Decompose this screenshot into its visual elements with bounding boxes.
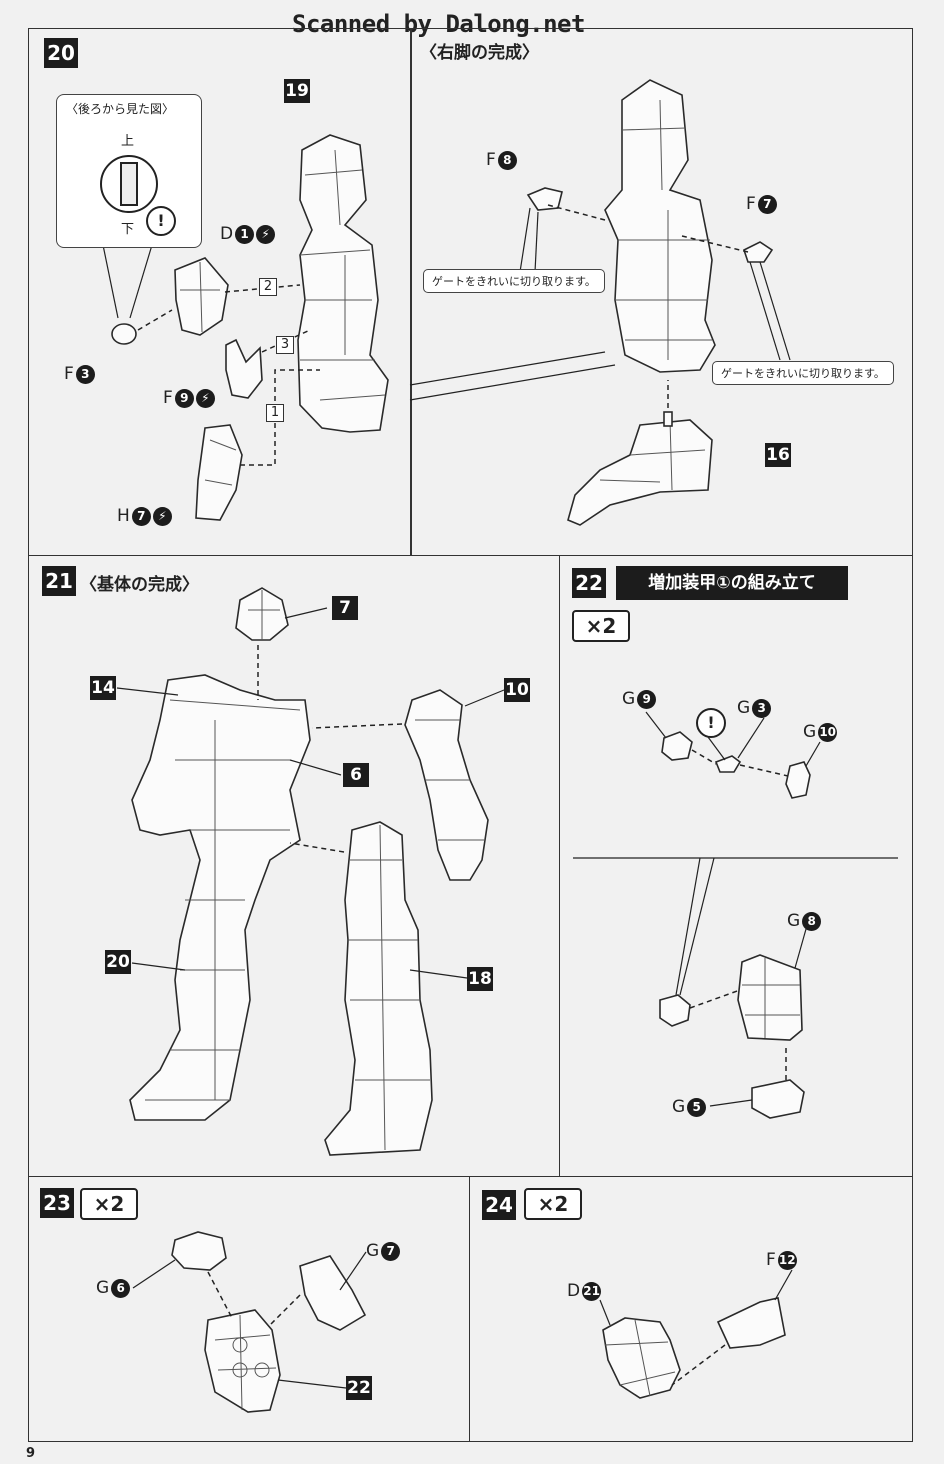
part-10-label: 10 — [504, 678, 530, 702]
armor-assembly-title: 増加装甲①の組み立て — [616, 566, 848, 600]
runner-letter: G — [737, 698, 751, 718]
step-24-times: ×2 — [524, 1188, 582, 1220]
part-number: 3 — [75, 364, 95, 384]
up-label: 上 — [121, 134, 135, 149]
runner-letter: G — [96, 1278, 110, 1298]
part-number: 12 — [777, 1250, 797, 1270]
part-number: 8 — [802, 911, 822, 931]
warning-icon: ! — [696, 708, 726, 738]
warning-mark: ! — [146, 206, 176, 236]
runner-letter: F — [163, 388, 173, 408]
back-view-title: 〈後ろから見た図〉 — [66, 102, 175, 116]
part-number: 8 — [497, 150, 517, 170]
runner-letter: F — [766, 1250, 776, 1270]
step-22-number: 22 — [572, 568, 606, 598]
body-completion-title: 〈基体の完成〉 — [80, 575, 199, 595]
order-2: 2 — [259, 278, 277, 296]
down-label: 下 — [121, 222, 135, 237]
part-14-label: 14 — [90, 676, 116, 700]
step-20-number: 20 — [44, 38, 78, 68]
runner-letter: F — [486, 150, 496, 170]
step-23-number: 23 — [40, 1188, 74, 1218]
cut-icon: ⚡ — [152, 506, 172, 526]
runner-letter: G — [803, 722, 817, 742]
warning-mark: ! — [696, 708, 726, 738]
gate-note-left: ゲートをきれいに切り取ります。 — [423, 269, 605, 293]
part-number: 7 — [381, 1241, 401, 1261]
part-7-label: 7 — [332, 596, 358, 620]
step-20-divider — [410, 28, 412, 556]
part-number: 21 — [582, 1281, 602, 1301]
peg-slot — [120, 162, 138, 206]
scan-credit: Scanned by Dalong.net — [292, 10, 585, 38]
runner-letter: G — [787, 911, 801, 931]
order-3: 3 — [276, 336, 294, 354]
part-20-label: 20 — [105, 950, 131, 974]
page-number: 9 — [26, 1446, 36, 1461]
part-18-label: 18 — [467, 967, 493, 991]
step-21-number: 21 — [42, 566, 76, 596]
step-23-times: ×2 — [80, 1188, 138, 1220]
part-number: 7 — [757, 194, 777, 214]
cut-icon: ⚡ — [256, 224, 276, 244]
right-leg-title: 〈右脚の完成〉 — [420, 43, 539, 63]
runner-letter: G — [622, 689, 636, 709]
part-number: 7 — [131, 506, 151, 526]
cut-icon: ⚡ — [195, 388, 215, 408]
part-number: 6 — [111, 1278, 131, 1298]
part-number: 5 — [687, 1097, 707, 1117]
runner-letter: H — [117, 506, 130, 526]
warning-icon: ! — [146, 206, 176, 236]
runner-letter: G — [366, 1241, 380, 1261]
step-22-times: ×2 — [572, 610, 630, 642]
part-19-label: 19 — [284, 79, 310, 103]
part-22-label: 22 — [346, 1376, 372, 1400]
runner-letter: F — [64, 364, 74, 384]
gate-note-right: ゲートをきれいに切り取ります。 — [712, 361, 894, 385]
part-number: 10 — [818, 722, 838, 742]
part-6-label: 6 — [343, 763, 369, 787]
runner-letter: F — [746, 194, 756, 214]
part-16-label: 16 — [765, 443, 791, 467]
order-1: 1 — [266, 404, 284, 422]
runner-letter: D — [567, 1281, 581, 1301]
part-number: 1 — [235, 224, 255, 244]
step-24-panel — [469, 1176, 913, 1442]
step-24-number: 24 — [482, 1190, 516, 1220]
part-number: 9 — [174, 388, 194, 408]
part-number: 3 — [752, 698, 772, 718]
runner-letter: D — [220, 224, 234, 244]
runner-letter: G — [672, 1097, 686, 1117]
part-number: 9 — [637, 689, 657, 709]
